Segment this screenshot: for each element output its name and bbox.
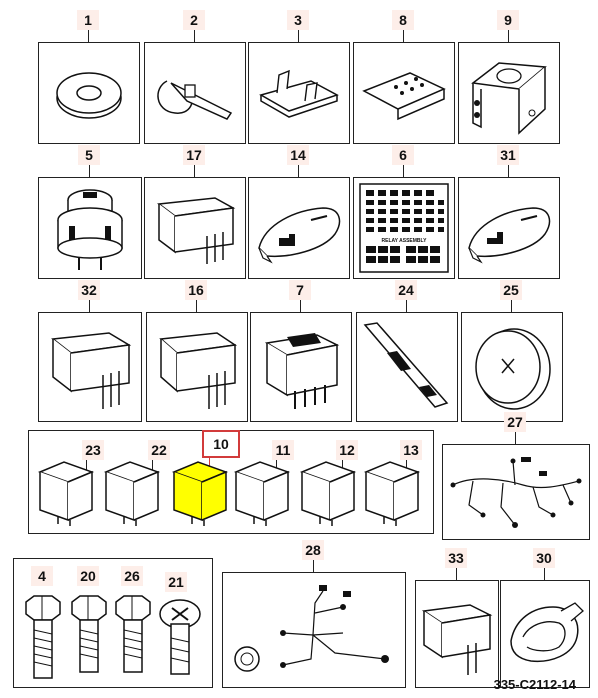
- callout-5: 5: [78, 145, 100, 165]
- part-2-image-cable-tie: [144, 42, 246, 144]
- relay-22-image: [103, 461, 161, 526]
- callout-1: 1: [77, 10, 99, 30]
- part-33-image-switch-blank: [415, 580, 499, 688]
- relay-12-image: [299, 461, 357, 526]
- part-17[interactable]: 17: [144, 145, 246, 279]
- bolt-20-image: [71, 595, 107, 673]
- callout-8: 8: [392, 10, 414, 30]
- screw-21[interactable]: 21: [156, 566, 204, 686]
- callout-26: 26: [121, 566, 143, 586]
- part-1[interactable]: 1: [38, 10, 140, 144]
- callout-12: 12: [336, 440, 358, 460]
- part-16-image-switch-blank: [146, 312, 248, 422]
- part-32-image-switch-blank: [38, 312, 142, 422]
- part-17-image-switch-blank: [144, 177, 246, 279]
- callout-3: 3: [287, 10, 309, 30]
- callout-10: 10: [202, 430, 240, 458]
- part-1-image-washer: [38, 42, 140, 144]
- part-7-image-rocker-switch: [250, 312, 352, 422]
- relay-13[interactable]: 13: [360, 440, 424, 526]
- screw-21-image: [159, 599, 201, 675]
- part-30[interactable]: 30: [500, 548, 590, 688]
- part-33[interactable]: 33: [415, 548, 499, 688]
- callout-7: 7: [289, 280, 311, 300]
- relay-12[interactable]: 12: [296, 440, 360, 526]
- part-2[interactable]: 2: [144, 10, 246, 144]
- callout-14: 14: [287, 145, 309, 165]
- part-24-image-strip: [356, 312, 458, 422]
- part-9-image-bracket: [458, 42, 560, 144]
- part-5[interactable]: 5: [38, 145, 142, 279]
- relay-11-image: [233, 461, 291, 526]
- callout-11: 11: [272, 440, 294, 460]
- harness-28-image: [222, 572, 406, 688]
- part-9[interactable]: 9: [458, 10, 560, 144]
- callout-9: 9: [497, 10, 519, 30]
- callout-33: 33: [445, 548, 467, 568]
- callout-28: 28: [302, 540, 324, 560]
- relay-11[interactable]: 11: [230, 440, 294, 526]
- callout-32: 32: [78, 280, 100, 300]
- bolt-26[interactable]: 26: [112, 566, 152, 686]
- part-8[interactable]: 8: [353, 10, 455, 144]
- part-3-image-clip: [248, 42, 350, 144]
- part-6[interactable]: 6 RELAY ASSEMBLY: [353, 145, 455, 279]
- part-16[interactable]: 16: [146, 280, 248, 422]
- callout-20: 20: [77, 566, 99, 586]
- callout-6: 6: [392, 145, 414, 165]
- part-14[interactable]: 14: [248, 145, 350, 279]
- callout-27: 27: [504, 412, 526, 432]
- part-6-image-relay-label: RELAY ASSEMBLY: [353, 177, 455, 279]
- relay-assembly-label: RELAY ASSEMBLY: [382, 238, 428, 244]
- callout-4: 4: [31, 566, 53, 586]
- part-31[interactable]: 31: [458, 145, 560, 279]
- relay-10-highlighted[interactable]: 10: [166, 430, 240, 526]
- relay-10-image: [171, 461, 229, 526]
- part-25[interactable]: 25: [461, 280, 563, 422]
- callout-17: 17: [183, 145, 205, 165]
- bolt-20[interactable]: 20: [68, 566, 108, 686]
- part-25-image-cap: [461, 312, 563, 422]
- relay-22[interactable]: 22: [100, 440, 170, 526]
- callout-25: 25: [500, 280, 522, 300]
- bolt-26-image: [115, 595, 151, 673]
- part-24[interactable]: 24: [356, 280, 458, 422]
- relay-23[interactable]: 23: [34, 440, 104, 526]
- relay-13-image: [363, 461, 421, 526]
- part-14-image-rocker-cap: [248, 177, 350, 279]
- part-7[interactable]: 7: [250, 280, 352, 422]
- callout-2: 2: [183, 10, 205, 30]
- part-5-image-ignition-switch: [38, 177, 142, 279]
- relay-23-image: [37, 461, 95, 526]
- callout-13: 13: [400, 440, 422, 460]
- part-32[interactable]: 32: [38, 280, 142, 422]
- harness-27[interactable]: 27: [442, 412, 590, 540]
- callout-31: 31: [497, 145, 519, 165]
- part-8-image-plate: [353, 42, 455, 144]
- callout-16: 16: [185, 280, 207, 300]
- harness-28[interactable]: 28: [222, 540, 406, 688]
- diagram-code: 335-C2112-14: [493, 677, 576, 692]
- bolt-4[interactable]: 4: [22, 566, 62, 686]
- part-30-image-cover: [500, 580, 590, 688]
- part-31-image-rocker-cap: [458, 177, 560, 279]
- callout-21: 21: [165, 572, 187, 592]
- callout-23: 23: [82, 440, 104, 460]
- callout-22: 22: [148, 440, 170, 460]
- callout-30: 30: [533, 548, 555, 568]
- harness-27-image: [442, 444, 590, 540]
- part-3[interactable]: 3: [248, 10, 350, 144]
- callout-24: 24: [395, 280, 417, 300]
- bolt-4-image: [25, 595, 61, 679]
